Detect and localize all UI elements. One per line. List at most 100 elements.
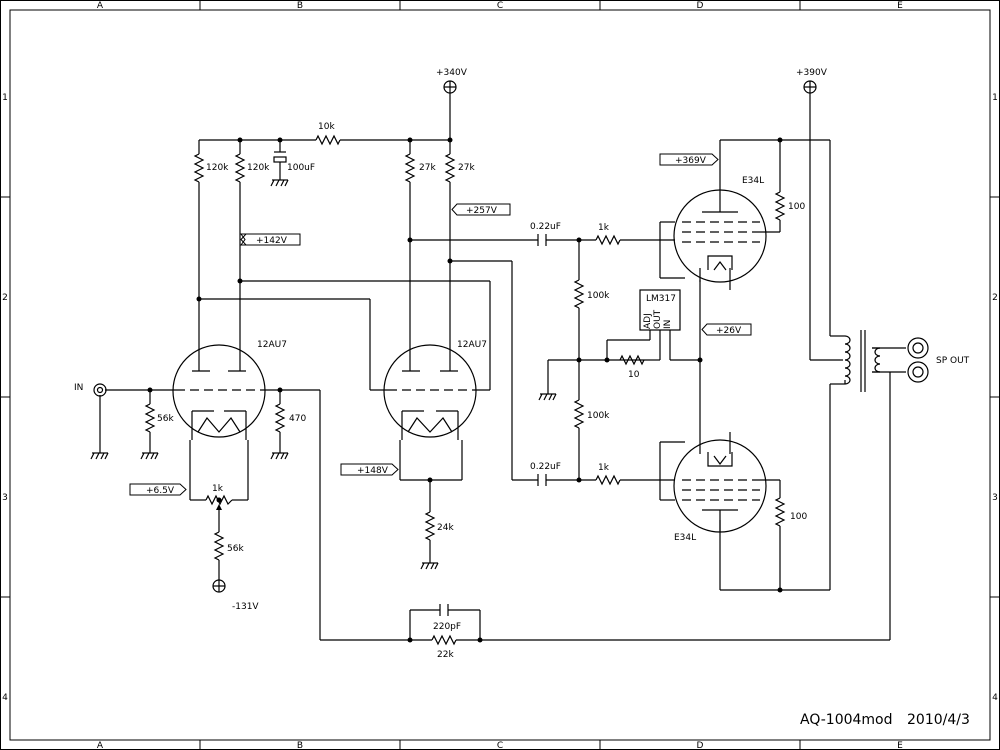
label-r-100k-top: 100k [587, 291, 610, 301]
resistor-27k-b [444, 153, 456, 183]
label-supply-340v: +340V [436, 68, 468, 78]
regulator-pin-in: IN [663, 320, 673, 329]
resistor-1k-bottom [595, 474, 621, 486]
label-tube-v2: 12AU7 [457, 340, 487, 350]
col-label-bottom-e: E [897, 741, 903, 750]
label-supply-390v: +390V [796, 68, 828, 78]
col-label-bottom-b: B [297, 741, 303, 750]
label-supply-neg131v: -131V [232, 602, 259, 612]
col-label-top-e: E [897, 1, 903, 11]
svg-text:+26V: +26V [716, 326, 742, 336]
tube-v4-e34l [673, 432, 767, 533]
label-c-022-bottom: 0.22uF [530, 462, 561, 472]
resistor-100-top [774, 191, 786, 221]
label-r-10: 10 [628, 370, 640, 380]
supply-terminal-340v [443, 80, 457, 94]
row-label-right-1: 1 [992, 93, 998, 103]
tube-v1-12au7 [172, 344, 266, 440]
label-r-56k-input: 56k [157, 414, 174, 424]
title-date: 2010/4/3 [907, 712, 970, 728]
label-r-56k-bias: 56k [227, 544, 244, 554]
row-label-right-2: 2 [992, 293, 998, 303]
resistor-22k [431, 634, 457, 646]
label-c-220pf: 220pF [433, 622, 461, 632]
regulator-name: LM317 [646, 294, 676, 304]
ground-470 [270, 452, 289, 460]
label-r-24k: 24k [437, 523, 454, 533]
resistor-120k-a [193, 153, 205, 183]
resistor-10 [619, 354, 645, 366]
label-r-100-bottom: 100 [790, 512, 807, 522]
label-r-10k: 10k [318, 122, 335, 132]
resistor-100k-top [573, 279, 585, 309]
row-label-left-3: 3 [2, 493, 8, 503]
output-transformer [844, 330, 881, 392]
row-label-left-2: 2 [2, 293, 8, 303]
label-r-120k-a: 120k [206, 163, 229, 173]
label-tube-v3: E34L [742, 176, 764, 186]
label-tube-v4: E34L [674, 533, 696, 543]
resistor-120k-b [234, 153, 246, 183]
supply-terminal-390v [803, 80, 817, 94]
svg-text:+6.5V: +6.5V [146, 486, 175, 496]
col-label-top-c: C [497, 1, 503, 11]
label-c-100uf: 100uF [287, 163, 315, 173]
speaker-terminals [907, 337, 929, 383]
row-label-right-4: 4 [992, 693, 998, 703]
resistor-56k-input [144, 403, 156, 433]
col-label-bottom-c: C [497, 741, 503, 750]
col-label-top-a: A [97, 1, 104, 11]
input-jack [93, 383, 107, 397]
label-r-27k-b: 27k [458, 163, 475, 173]
col-label-bottom-a: A [97, 741, 104, 750]
label-r-22k: 22k [437, 650, 454, 660]
resistor-10k [315, 134, 341, 146]
label-r-100k-bottom: 100k [587, 411, 610, 421]
col-label-top-d: D [697, 1, 704, 11]
voltage-tag-plate-v1b: +142V [240, 233, 301, 246]
voltage-tag-cathode-v1: +6.5V [129, 483, 187, 496]
svg-text:+142V: +142V [256, 236, 288, 246]
row-label-left-1: 1 [2, 93, 8, 103]
svg-text:+257V: +257V [466, 206, 498, 216]
title-model: AQ-1004mod [800, 712, 893, 728]
voltage-tag-cathode-v2: +148V [340, 463, 399, 476]
row-label-left-4: 4 [2, 693, 8, 703]
wiring [99, 93, 906, 641]
regulator-lm317: LM317 ADJ OUT IN [639, 289, 681, 331]
junction-dots [147, 137, 783, 643]
regulator-pin-out: OUT [653, 309, 663, 329]
resistor-100k-bottom [573, 399, 585, 429]
tube-v2-12au7 [383, 344, 477, 440]
regulator-pin-adj: ADJ [643, 313, 653, 329]
ground-grid [538, 393, 557, 401]
ground-input [90, 452, 109, 460]
voltage-tag-screen-v3: +369V [659, 153, 719, 166]
tube-v3-e34l [673, 189, 767, 290]
ground-24k [420, 562, 439, 570]
label-r-120k-b: 120k [247, 163, 270, 173]
ground-56k [140, 452, 159, 460]
label-r-1k-top: 1k [598, 223, 610, 233]
resistor-1k-top [595, 234, 621, 246]
resistor-470 [274, 403, 286, 433]
resistor-100-bottom [774, 497, 786, 527]
capacitors [273, 151, 547, 616]
label-pot-1k: 1k [212, 484, 224, 494]
label-speaker-out: SP OUT [936, 356, 970, 366]
svg-text:+148V: +148V [357, 466, 389, 476]
label-r-470: 470 [289, 414, 306, 424]
supply-terminal-neg131v [212, 579, 226, 593]
label-r-100-top: 100 [788, 202, 805, 212]
row-label-right-3: 3 [992, 493, 998, 503]
svg-text:+369V: +369V [675, 156, 707, 166]
ground-symbols [90, 179, 557, 570]
col-label-bottom-d: D [697, 741, 704, 750]
component-labels: +340V +390V -131V 10k 120k 120k 100uF 27… [74, 68, 970, 660]
voltage-tag-plate-v2b: +257V [451, 203, 511, 216]
resistor-27k-a [404, 153, 416, 183]
resistor-24k [424, 511, 436, 541]
label-c-022-top: 0.22uF [530, 222, 561, 232]
